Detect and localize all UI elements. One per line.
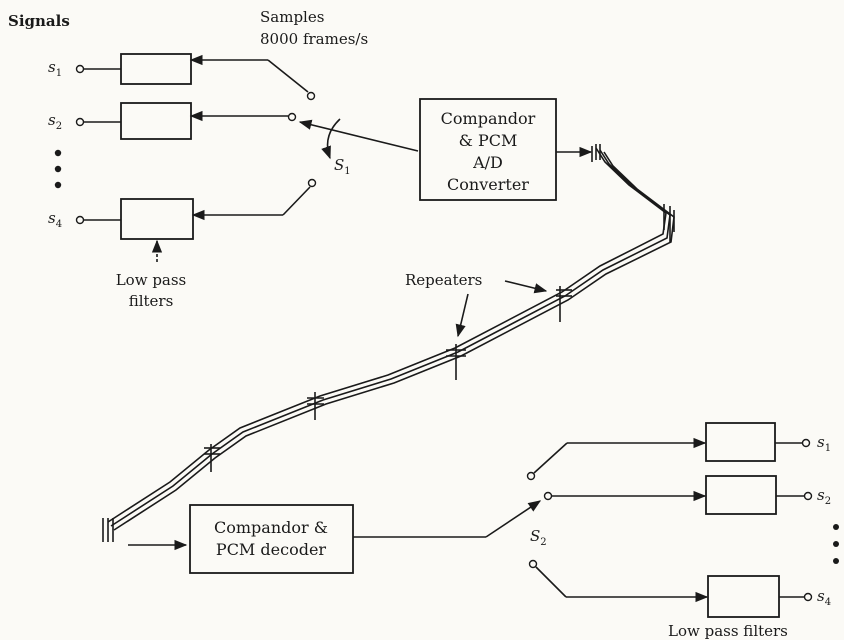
repeaters-label: Repeaters (405, 271, 482, 289)
low-pass-filter-box (705, 475, 777, 515)
ellipsis-dot (54, 181, 62, 189)
low-pass-filter-box (120, 53, 192, 85)
switch-contact (543, 491, 553, 501)
ellipsis-dot (833, 541, 839, 547)
decoder-line-2: PCM decoder (216, 540, 326, 559)
switch-contact (287, 112, 297, 122)
line-tap (663, 204, 675, 242)
rx-output-label: s1 (817, 433, 831, 454)
rx-output-label: s4 (817, 587, 831, 608)
compandor-pcm-decoder-box (189, 504, 354, 574)
transmission-line (102, 144, 675, 542)
samples-label: Samples (260, 8, 324, 26)
rx-output-s1: s1 (526, 422, 831, 481)
output-terminal (803, 491, 813, 501)
tx-input-s2: s2 (48, 102, 297, 140)
repeater (204, 444, 220, 472)
input-terminal (75, 215, 85, 225)
tx-filters-label: Low pass (116, 271, 187, 289)
low-pass-filter-box (707, 575, 780, 618)
rx-output-label: s2 (817, 486, 831, 507)
encoder-block: Compandor & PCM A/D Converter (419, 98, 593, 201)
input-terminal (75, 117, 85, 127)
line-tap (591, 144, 601, 162)
samples-rate-label: 8000 frames/s (260, 30, 368, 48)
rx-filters-label: Low pass filters (668, 622, 788, 640)
tx-input-label: s1 (48, 58, 62, 79)
switch-s1-label: S1 (334, 156, 351, 177)
switch-s1: S1 (298, 118, 419, 177)
repeater (556, 286, 572, 322)
low-pass-filter-box (120, 198, 194, 240)
tx-input-s4: s4 (48, 178, 317, 240)
ellipsis-dot (833, 558, 839, 564)
decoder-line-1: Compandor & (214, 518, 328, 537)
low-pass-filter-box (705, 422, 776, 462)
repeater (446, 344, 466, 380)
output-terminal (803, 592, 813, 602)
tx-input-label: s4 (48, 209, 62, 230)
ellipsis-dot (54, 165, 62, 173)
tx-filters-label-2: filters (129, 292, 174, 310)
rx-output-s4: s4 (528, 559, 831, 618)
repeater (307, 392, 324, 420)
switch-contact (306, 91, 316, 101)
line-tap (102, 518, 114, 542)
encoder-line-1: Compandor (441, 109, 536, 128)
encoder-line-2: & PCM (459, 131, 518, 150)
switch-contact (526, 471, 536, 481)
input-terminal (75, 64, 85, 74)
tx-input-s1: s1 (48, 53, 316, 101)
ellipsis-dot (833, 524, 839, 530)
ellipsis-dot (54, 149, 62, 157)
signals-label: Signals (8, 12, 70, 30)
encoder-line-3: A/D (472, 153, 503, 172)
compandor-pcm-ad-converter-box (419, 98, 557, 201)
switch-contact (528, 559, 538, 569)
decoder-block: Compandor & PCM decoder (189, 504, 354, 574)
tx-input-label: s2 (48, 111, 62, 132)
encoder-line-4: Converter (447, 175, 529, 194)
rx-output-s2: s2 (543, 475, 831, 515)
output-terminal (801, 438, 811, 448)
low-pass-filter-box (120, 102, 192, 140)
switch-contact (307, 178, 317, 188)
switch-s2-label: S2 (530, 527, 547, 548)
